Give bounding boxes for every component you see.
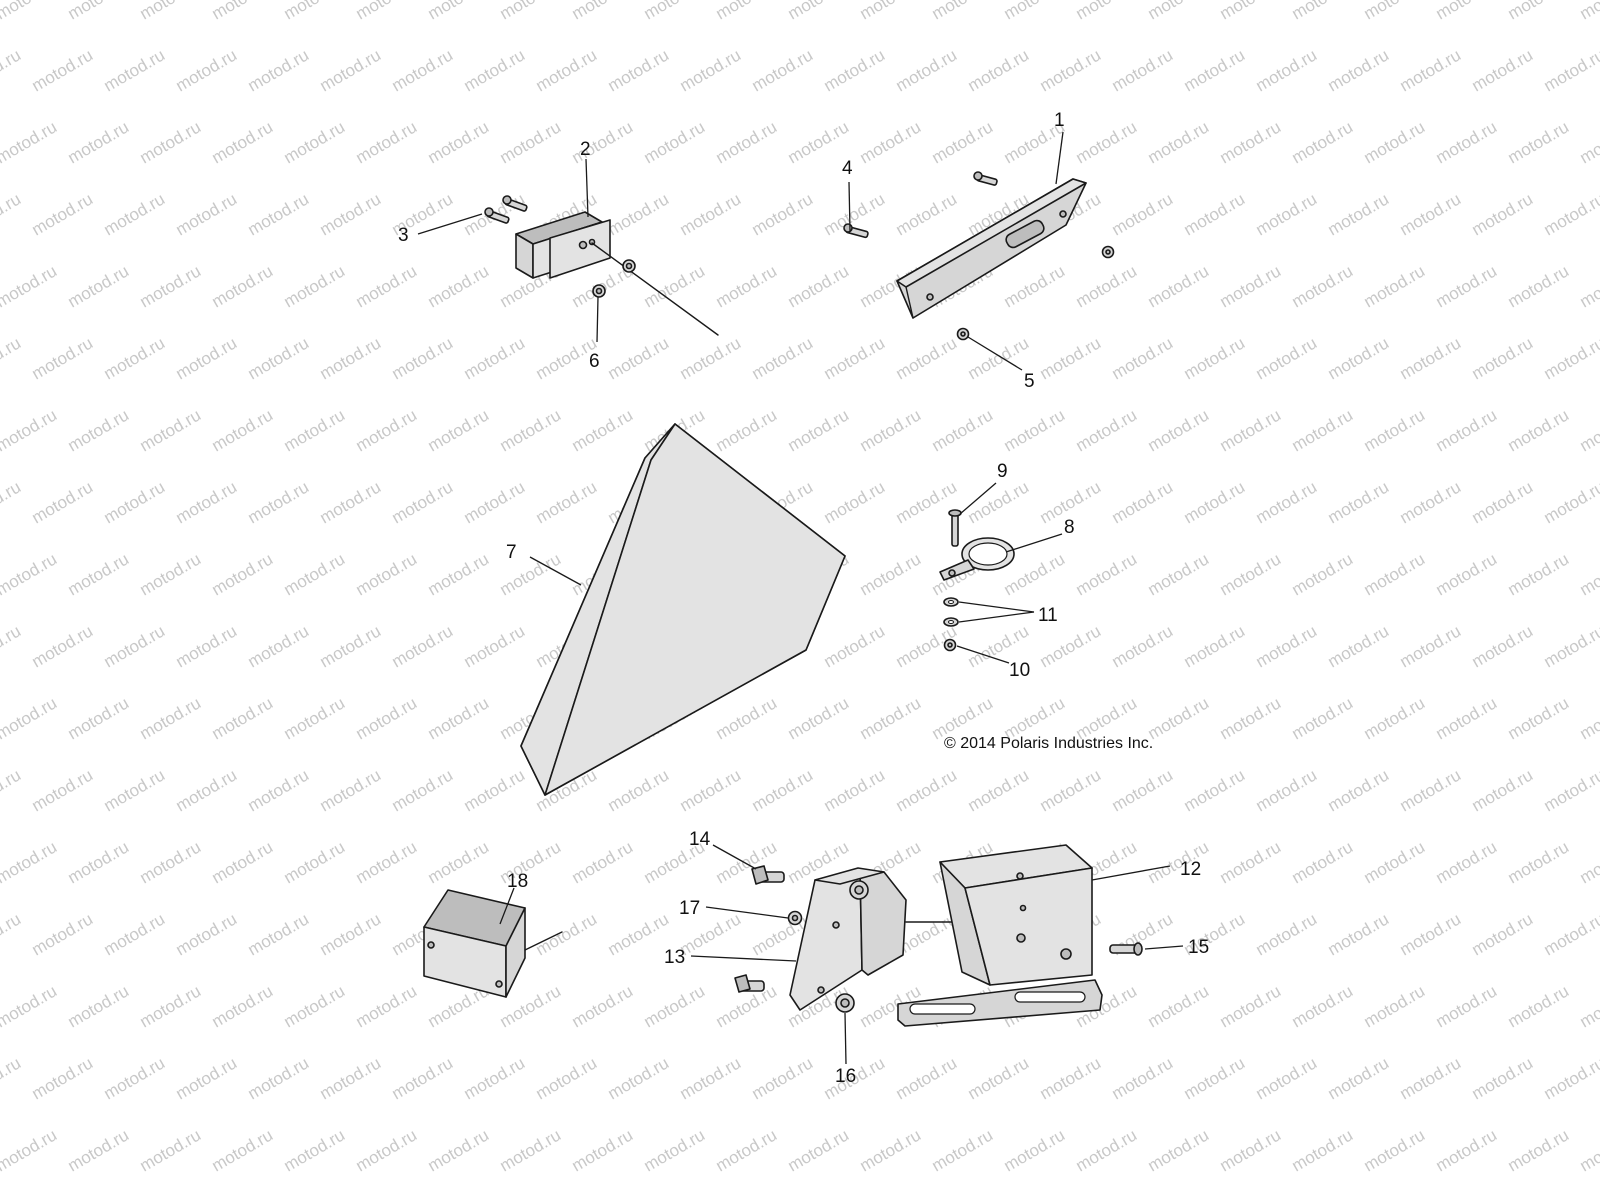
part-16-flange-nuts — [835, 880, 869, 1013]
callout-2: 2 — [580, 139, 591, 160]
part-3-screw-lower — [484, 207, 510, 224]
callout-4: 4 — [842, 158, 853, 179]
part-17-nut — [787, 910, 803, 926]
callout-18: 18 — [507, 871, 528, 892]
callout-13: 13 — [664, 947, 685, 968]
part-4-screw — [843, 171, 998, 239]
callout-1: 1 — [1054, 110, 1065, 131]
callout-10: 10 — [1009, 660, 1030, 681]
part-2-light-housing — [515, 211, 719, 336]
callouts: 1 2 3 4 5 6 7 8 9 10 11 12 13 14 15 16 1… — [398, 110, 1209, 1087]
copyright-notice: © 2014 Polaris Industries Inc. — [944, 735, 1153, 752]
part-12-plate-bracket — [897, 844, 1103, 1027]
part-10-nut — [943, 638, 957, 652]
part-18-tail-lamp — [423, 889, 563, 998]
callout-3: 3 — [398, 225, 409, 246]
callout-12: 12 — [1180, 859, 1201, 880]
callout-11: 11 — [1038, 605, 1058, 626]
part-8-clamp — [939, 537, 1015, 581]
part-13-bracket — [789, 867, 961, 1011]
part-15-bolt — [1109, 942, 1143, 956]
callout-15: 15 — [1188, 937, 1209, 958]
callout-9: 9 — [997, 461, 1008, 482]
part-5-nut — [956, 245, 1115, 341]
part-3-screw-upper — [502, 195, 528, 212]
callout-16: 16 — [835, 1066, 856, 1087]
callout-14: 14 — [689, 829, 711, 850]
part-7-reflector-panel — [520, 423, 846, 796]
part-11-washers — [943, 597, 959, 627]
part-14-bolt — [734, 865, 785, 993]
callout-5: 5 — [1024, 371, 1035, 392]
part-1-reflector-plate — [896, 178, 1087, 319]
leader-lines — [417, 131, 1184, 1065]
callout-6: 6 — [589, 351, 600, 372]
callout-8: 8 — [1064, 517, 1075, 538]
part-9-bolt — [948, 509, 962, 547]
callout-7: 7 — [506, 542, 517, 563]
part-6-nut — [592, 259, 636, 298]
callout-17: 17 — [679, 898, 700, 919]
